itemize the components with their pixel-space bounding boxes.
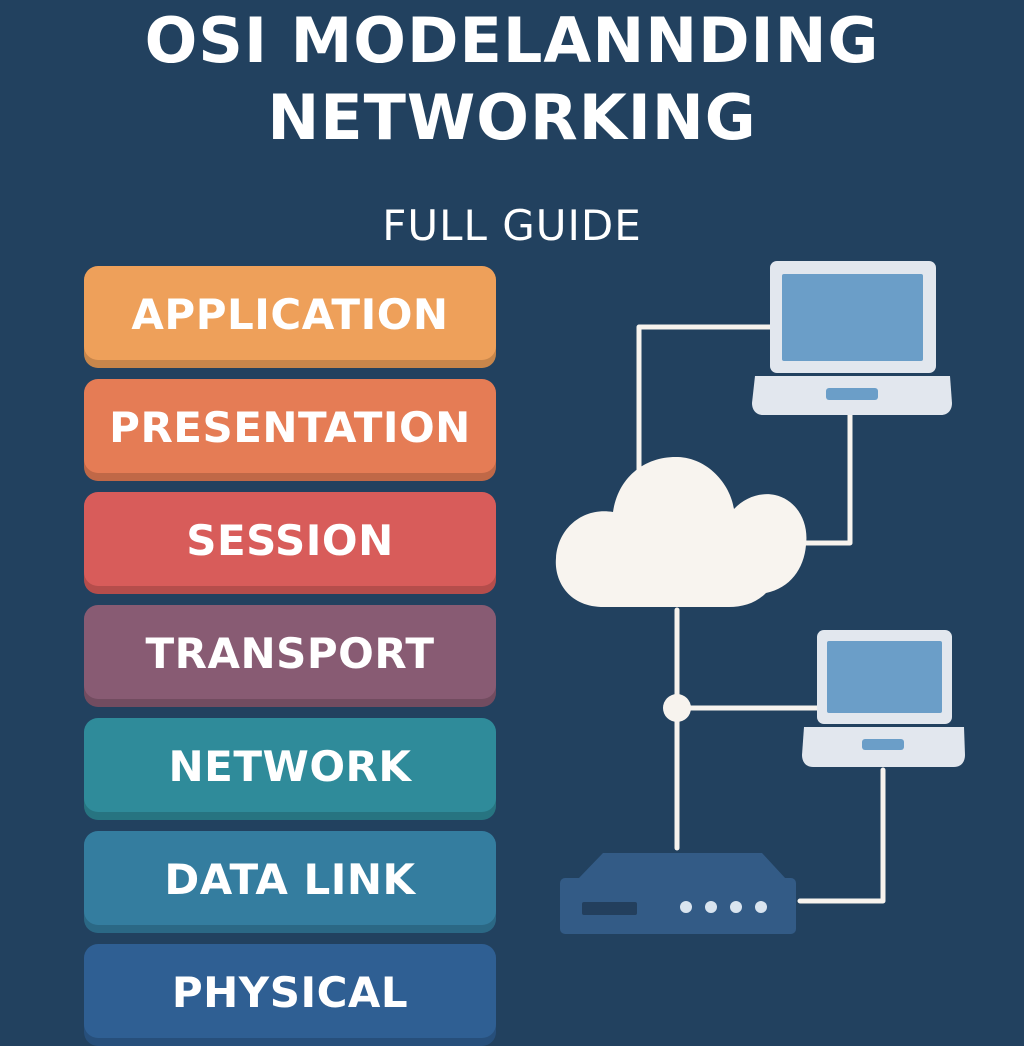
- page-subtitle: FULL GUIDE: [382, 200, 642, 250]
- layer-physical: PHYSICAL: [84, 944, 496, 1046]
- top-laptop-icon: [752, 261, 952, 415]
- network-diagram: [555, 261, 965, 934]
- layer-application-label: APPLICATION: [131, 290, 449, 339]
- router-icon: [560, 853, 796, 934]
- layer-application: APPLICATION: [84, 266, 496, 368]
- layer-presentation: PRESENTATION: [84, 379, 496, 481]
- layer-physical-label: PHYSICAL: [171, 968, 409, 1017]
- page-title-line-1: OSI MODELANNDING: [144, 4, 880, 77]
- top-laptop-to-cloud-link: [785, 408, 853, 546]
- layer-session-label: SESSION: [186, 516, 394, 565]
- layer-data-link-label: DATA LINK: [164, 855, 416, 904]
- layer-presentation-label: PRESENTATION: [109, 403, 471, 452]
- layer-network-label: NETWORK: [168, 742, 412, 791]
- layer-data-link: DATA LINK: [84, 831, 496, 933]
- cloud-to-top-laptop-link: [636, 324, 775, 473]
- layer-network: NETWORK: [84, 718, 496, 820]
- layer-transport: TRANSPORT: [84, 605, 496, 707]
- network-hub-node: [663, 694, 691, 722]
- page-title-line-2: NETWORKING: [267, 81, 757, 154]
- bottom-laptop-to-router-link: [797, 767, 886, 904]
- cloud-icon: [555, 456, 807, 607]
- bottom-laptop-icon: [802, 630, 965, 767]
- layer-session: SESSION: [84, 492, 496, 594]
- layer-transport-label: TRANSPORT: [145, 629, 435, 678]
